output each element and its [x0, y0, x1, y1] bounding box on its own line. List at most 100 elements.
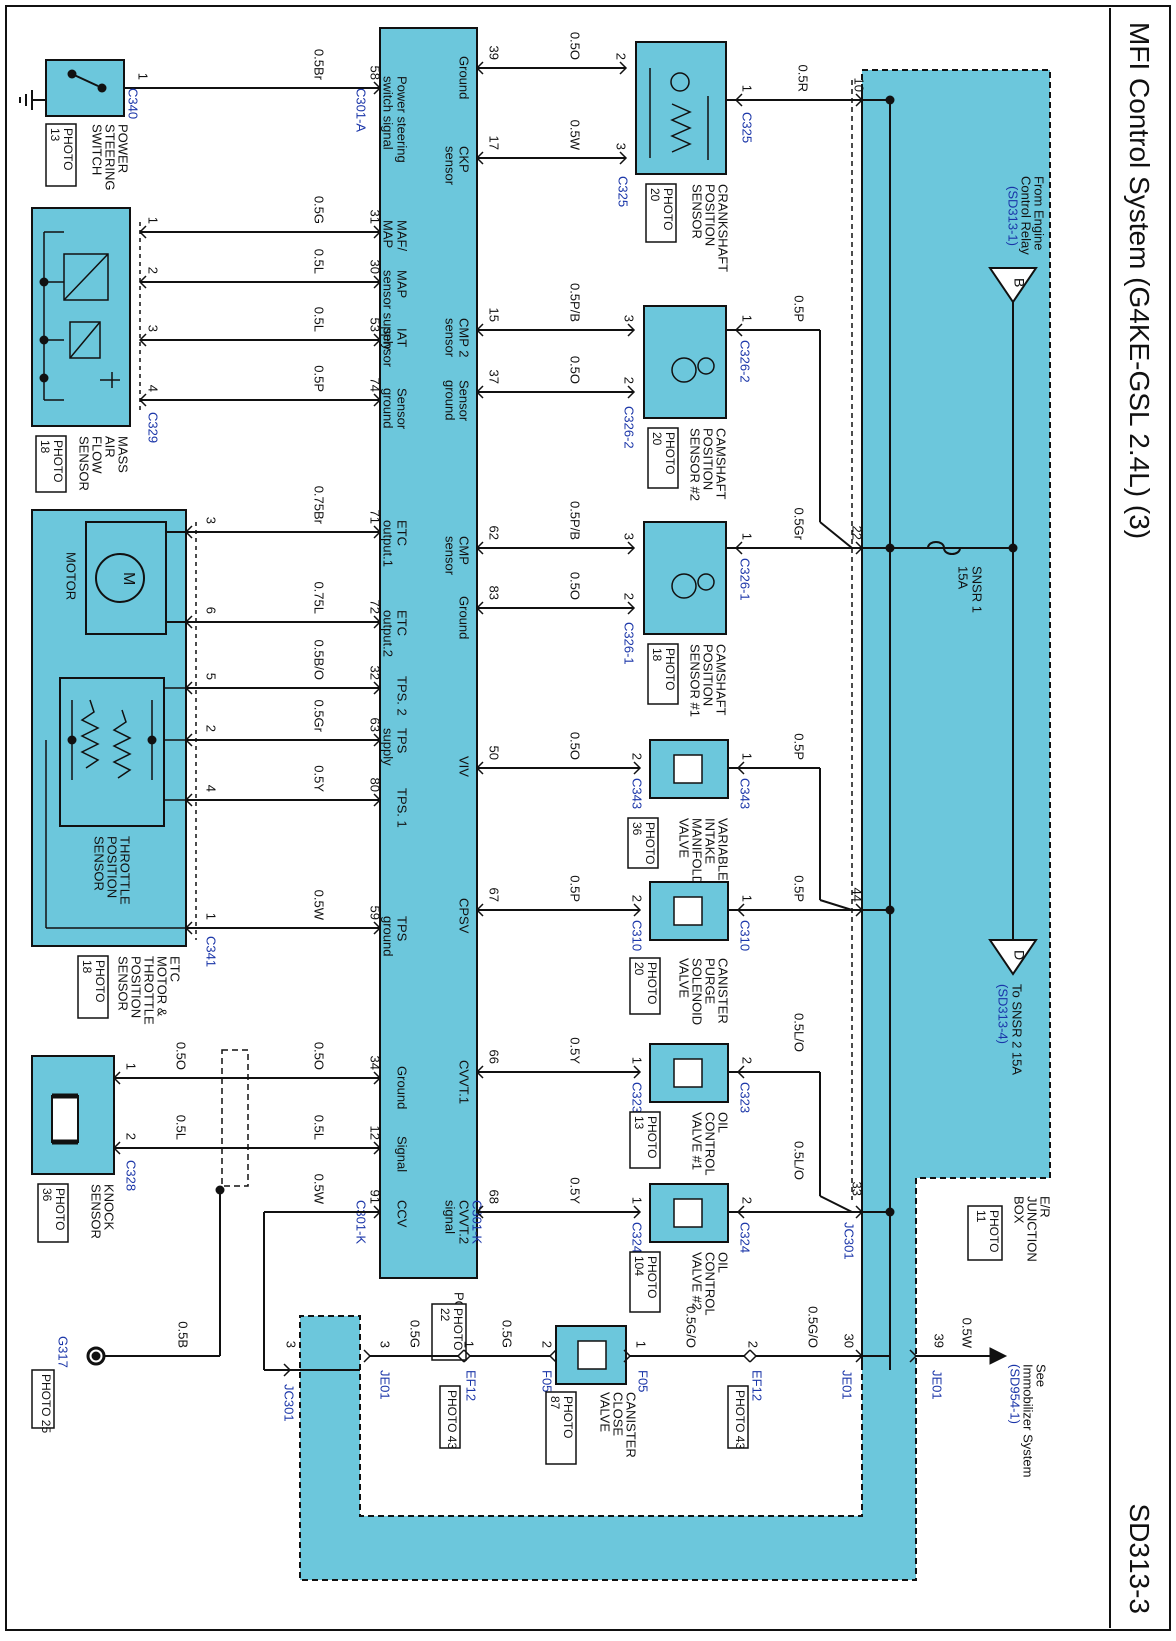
wire-color: 0.5R [796, 65, 811, 92]
conn-c323-bottom: C323 [630, 1082, 645, 1113]
pin-number: 33 [850, 1182, 865, 1196]
to-snsr2-letter: D [1011, 950, 1027, 960]
immob-label: Immobilizer System [1021, 1364, 1036, 1477]
component-name: POSITION [105, 836, 120, 898]
jb-splice [885, 905, 895, 915]
pin-number: 2 [622, 593, 637, 600]
wire-color: 0.5O [568, 572, 583, 600]
pcm-pin-label: Sensor [457, 380, 472, 422]
pcm-pin-number: 59 [368, 906, 383, 920]
photo-viv-number: 36 [630, 822, 644, 836]
pcm-pin-label: CVVT.2 [457, 1200, 472, 1244]
immob-ref: (SD954-1) [1008, 1364, 1023, 1424]
photo-ccv-label: PHOTO [561, 1396, 575, 1438]
to-snsr2-label: To SNSR 2 15A [1010, 984, 1025, 1075]
pcm-pin-number: 62 [487, 526, 502, 540]
pin-number: 1 [740, 753, 755, 760]
relay-ref: (SD313-1) [1006, 186, 1021, 246]
pcm-pin-label: TPS [395, 728, 410, 754]
conn-je01-3: JE01 [378, 1370, 393, 1400]
photo-viv-label: PHOTO [643, 822, 657, 864]
conn-c343: C343 [738, 778, 753, 809]
pcm-pin-number: 15 [487, 308, 502, 322]
wire-ocv1-join [819, 1195, 853, 1213]
pin-number: 4 [204, 785, 219, 792]
pcm-pin-label: CCV [395, 1200, 410, 1228]
pin-number: 3 [622, 315, 637, 322]
relay-label: Control Relay [1019, 176, 1034, 255]
conn-c325-bottom: C325 [616, 176, 631, 207]
pin-chevron [734, 323, 743, 337]
component-name: POSITION [701, 644, 716, 706]
photo-ef12-frame [727, 1385, 749, 1449]
pin-chevron [736, 1065, 745, 1079]
wire-color: 0.5P [792, 875, 807, 902]
jb-pin [855, 1349, 864, 1363]
pin-chevron [623, 1349, 632, 1363]
pin-number: 39 [932, 1334, 947, 1348]
wire-color: 0.5Gr [792, 507, 807, 540]
pin-number: 2 [146, 267, 161, 274]
pcm-photo-label: PHOTO [451, 1308, 465, 1350]
conn-g317: G317 [56, 1336, 71, 1368]
pcm-pin-label: sensor [443, 146, 458, 186]
jb-pin [283, 1363, 292, 1377]
pin-chevron [736, 903, 745, 917]
cmp2-magnet [697, 357, 715, 375]
pin-number: 22 [850, 526, 865, 540]
photo-ps-number: 13 [48, 128, 62, 142]
conn-f05: F05 [636, 1370, 651, 1392]
component-name: OIL [716, 1112, 731, 1133]
pcm-pin-number: 58 [368, 66, 383, 80]
pin-number: 2 [740, 1057, 755, 1064]
photo-cmp2-label: PHOTO [663, 432, 677, 474]
wire-color: 0.5L/O [792, 1141, 807, 1180]
ejb-label: E/R [1038, 1196, 1053, 1218]
component-name: INTAKE [703, 818, 718, 864]
pcm-pin-label: CKP [457, 146, 472, 173]
pcm-pin-label: switch signal [381, 76, 396, 150]
ejb-label: JUNCTION [1025, 1196, 1040, 1262]
pcm-conn-a: C301-A [354, 88, 369, 132]
pcm-pin-label: ground [443, 380, 458, 420]
pcm-pin-label: sensor [381, 328, 396, 368]
pin-number: 2 [540, 1341, 555, 1348]
component-name: POSITION [701, 428, 716, 490]
component-name: SENSOR [92, 836, 107, 891]
ckp-coil-head [670, 72, 690, 92]
ocv1-coil [673, 1058, 703, 1088]
tps-resistor-2 [112, 709, 132, 779]
component-name: CRANKSHAFT [716, 184, 731, 272]
relay-letter: B [1011, 278, 1027, 287]
pcm-photo-frame [431, 1303, 467, 1361]
wire-color: 0.5B [176, 1321, 191, 1348]
wire-color: 0.75Br [312, 486, 327, 525]
wire-color: 0.5B/O [312, 640, 327, 680]
ground-center [91, 1351, 101, 1361]
component-name: POSITION [703, 184, 718, 246]
pcm-pin-label: output.1 [381, 520, 396, 567]
wire-color: 0.5O [174, 1042, 189, 1070]
photo-etc-frame [77, 955, 109, 1019]
wire-color: 0.5Gr [312, 699, 327, 732]
pin-number: 2 [630, 895, 645, 902]
pin-number: 3 [284, 1341, 299, 1348]
cmp2-tr [671, 357, 697, 383]
wire-color: 0.5G [408, 1320, 423, 1348]
component-name: PURGE [703, 958, 718, 1005]
pcm-pin-number: 17 [487, 136, 502, 150]
pcm-pin-label: output.2 [381, 610, 396, 657]
cpsv-coil [673, 896, 703, 926]
pin-number: 1 [740, 315, 755, 322]
pcm-pin-label: TPS [395, 916, 410, 942]
photo-ccv-number: 87 [548, 1396, 562, 1410]
motor-box [85, 521, 167, 635]
wire-color: 0.5W [960, 1318, 975, 1349]
pcm-pin-label: TPS. 2 [395, 676, 410, 716]
page-title: MFI Control System (G4KE-GSL 2.4L) (3) [1124, 22, 1155, 540]
pin-chevron [736, 1205, 745, 1219]
pin-number: 44 [850, 888, 865, 902]
pcm-pin-label: supply [381, 728, 396, 766]
pin-number: 30 [842, 1334, 857, 1348]
component-name: SWITCH [90, 124, 105, 175]
